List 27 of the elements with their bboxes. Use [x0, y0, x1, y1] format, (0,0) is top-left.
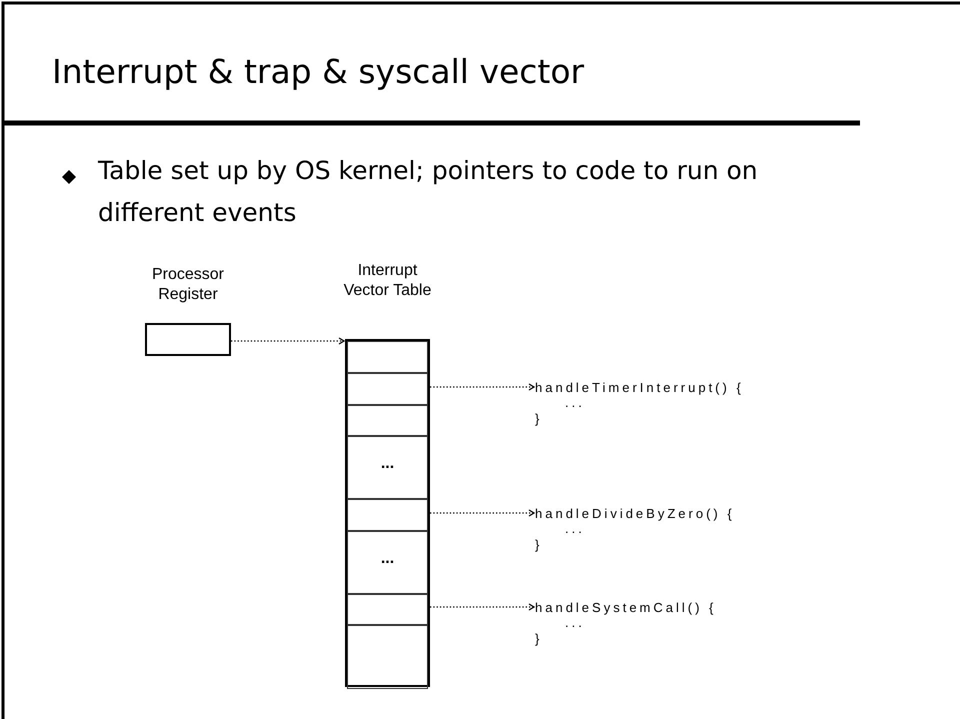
ellipsis-text: ...: [380, 454, 396, 472]
code-line: }: [535, 630, 544, 647]
table-row: [347, 594, 428, 625]
code-line: ...: [564, 522, 586, 536]
code-line: handleDivideByZero() {: [535, 505, 736, 522]
table-row: [347, 625, 428, 689]
pointer-arrow: [430, 509, 535, 517]
pointer-arrow: [430, 603, 535, 611]
table-row: [347, 436, 428, 499]
code-line: ...: [564, 396, 586, 410]
ellipsis-text: ...: [380, 550, 396, 568]
code-line: }: [535, 410, 544, 427]
code-line: handleTimerInterrupt() {: [535, 379, 745, 396]
code-line: ...: [564, 616, 586, 630]
slide-title: Interrupt & trap & syscall vector: [52, 52, 584, 91]
table-row: [347, 373, 428, 405]
column-heading: Interrupt Vector Table: [342, 261, 432, 301]
bullet-text: Table set up by OS kernel; pointers to code to run on different events: [98, 155, 759, 229]
table-row: [347, 341, 428, 373]
table-row: [347, 405, 428, 436]
column-heading: Processor Register: [150, 265, 226, 305]
table-row: [347, 531, 428, 594]
pointer-arrow: [231, 337, 345, 345]
code-line: handleSystemCall() {: [535, 599, 718, 616]
pointer-arrow: [430, 383, 535, 391]
table-row: [347, 499, 428, 531]
code-line: }: [535, 536, 544, 553]
